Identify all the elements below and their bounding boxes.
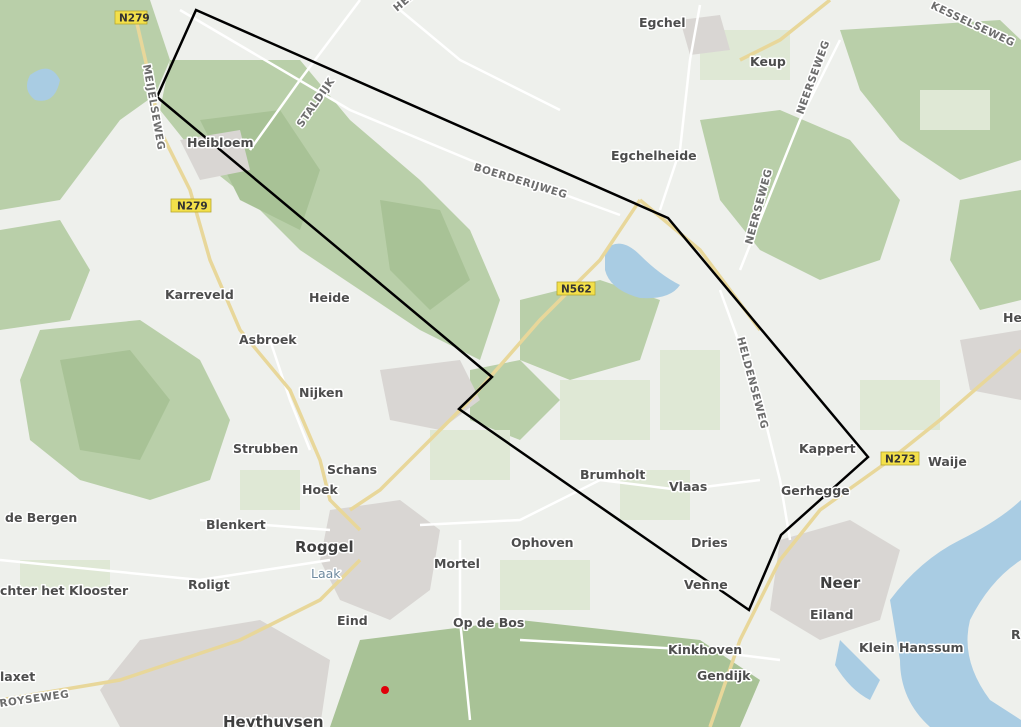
place-label-de-bergen: de Bergen [5, 510, 77, 525]
place-label-blenkert: Blenkert [206, 517, 266, 532]
place-label-eind: Eind [337, 613, 368, 628]
place-label-achter-het-klooster: chter het Klooster [0, 583, 129, 598]
place-label-keup: Keup [750, 54, 786, 69]
place-label-egchelheide: Egchelheide [611, 148, 697, 163]
place-label-strubben: Strubben [233, 441, 298, 456]
place-label-neer: Neer [820, 574, 861, 592]
place-label-roligt: Roligt [188, 577, 230, 592]
place-label-heythuysen: Heythuysen [223, 713, 324, 727]
place-label-nijken: Nijken [299, 385, 343, 400]
forest-dark-areas [60, 110, 760, 727]
minor-roads [0, 0, 842, 721]
svg-text:N562: N562 [561, 284, 592, 296]
place-label-laak: Laak [311, 566, 341, 581]
place-label-klein-hanssum: Klein Hanssum [859, 640, 964, 655]
route-shield-n279-top: N279 [114, 10, 150, 25]
place-label-egchel: Egchel [639, 15, 686, 30]
place-label-kappert: Kappert [799, 441, 856, 456]
water-bodies [26, 68, 1021, 727]
place-label-asbroek: Asbroek [239, 332, 297, 347]
place-label-he-edge: He [1003, 310, 1021, 325]
route-shield-n279-mid: N279 [170, 198, 212, 213]
urban-areas [100, 15, 1021, 727]
place-label-mortel: Mortel [434, 556, 480, 571]
svg-text:N279: N279 [177, 201, 208, 213]
place-label-schans: Schans [327, 462, 377, 477]
place-label-gerhegge: Gerhegge [781, 483, 850, 498]
svg-text:N273: N273 [885, 454, 916, 466]
place-label-hoek: Hoek [302, 482, 339, 497]
svg-text:N279: N279 [119, 13, 150, 25]
place-label-eiland: Eiland [810, 607, 853, 622]
place-label-r-edge: R [1011, 627, 1021, 642]
place-label-gendijk: Gendijk [697, 668, 751, 683]
place-label-heibloem: Heibloem [187, 135, 254, 150]
meadow-patches [20, 30, 990, 610]
place-label-karreveld: Karreveld [165, 287, 234, 302]
place-label-heide: Heide [309, 290, 350, 305]
place-label-brumholt: Brumholt [580, 467, 645, 482]
area-outline [155, 8, 870, 612]
place-label-op-de-bos: Op de Bos [453, 615, 524, 630]
place-label-ophoven: Ophoven [511, 535, 574, 550]
route-shield-n562: N562 [556, 281, 596, 296]
place-label-roggel: Roggel [295, 538, 354, 556]
route-shield-n273: N273 [880, 451, 920, 466]
place-label-kinkhoven: Kinkhoven [668, 642, 742, 657]
place-label-vlaas: Vlaas [669, 479, 707, 494]
place-label-waije: Waije [928, 454, 967, 469]
place-label-maxet: laxet [0, 669, 35, 684]
location-marker[interactable] [381, 686, 389, 694]
place-label-venne: Venne [684, 577, 728, 592]
place-label-dries: Dries [691, 535, 728, 550]
